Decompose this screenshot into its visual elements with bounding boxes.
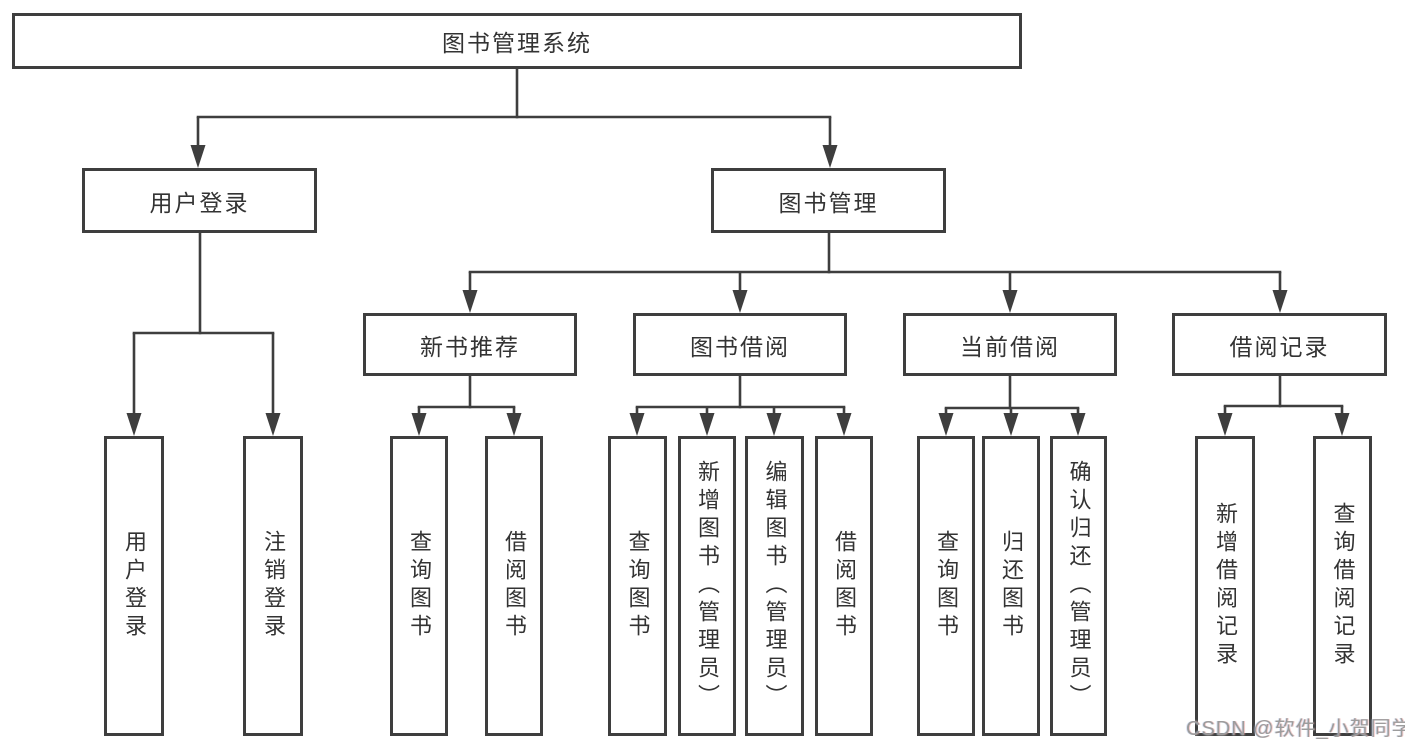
leaf-edit-books-admin: 编辑图书（管理员） (745, 436, 804, 736)
arrowhead-down-icon (1070, 413, 1086, 436)
leaf-query-books-current: 查询图书 (917, 436, 975, 736)
node-new-book-recommend: 新书推荐 (363, 313, 577, 376)
leaf-confirm-return-admin-label: 确认归还（管理员） (1066, 460, 1092, 712)
leaf-query-books-borrow: 查询图书 (608, 436, 667, 736)
leaf-query-borrow-record: 查询借阅记录 (1313, 436, 1372, 736)
arrowhead-down-icon (1334, 413, 1350, 436)
arrowhead-down-icon (1002, 290, 1018, 313)
leaf-borrow-books-borrow: 借阅图书 (815, 436, 873, 736)
leaf-query-books-recommend-label: 查询图书 (407, 530, 432, 642)
node-library-system-label: 图书管理系统 (442, 30, 592, 56)
arrowhead-down-icon (766, 413, 782, 436)
leaf-edit-books-admin-label: 编辑图书（管理员） (762, 460, 788, 712)
arrowhead-down-icon (938, 413, 954, 436)
leaf-query-books-borrow-label: 查询图书 (625, 530, 651, 642)
leaf-borrow-books-recommend-label: 借阅图书 (502, 530, 527, 642)
leaf-add-books-admin-label: 新增图书（管理员） (695, 460, 720, 712)
arrowhead-down-icon (1272, 290, 1288, 313)
arrowhead-down-icon (699, 413, 715, 436)
node-book-borrow-label: 图书借阅 (690, 333, 790, 360)
leaf-query-books-recommend: 查询图书 (390, 436, 448, 736)
node-borrow-records: 借阅记录 (1172, 313, 1387, 376)
arrowhead-down-icon (462, 290, 478, 313)
arrowhead-down-icon (822, 145, 838, 168)
arrowhead-down-icon (629, 413, 645, 436)
leaf-add-borrow-record-label: 新增借阅记录 (1213, 502, 1238, 670)
leaf-return-books: 归还图书 (982, 436, 1040, 736)
watermark-csdn: CSDN @软件_小贺同学 (1186, 718, 1405, 740)
node-borrow-records-label: 借阅记录 (1229, 333, 1330, 360)
node-current-borrow-label: 当前借阅 (960, 333, 1060, 360)
arrowhead-down-icon (265, 413, 281, 436)
leaf-logout-login-label: 注销登录 (261, 530, 286, 642)
leaf-confirm-return-admin: 确认归还（管理员） (1050, 436, 1107, 736)
leaf-return-books-label: 归还图书 (999, 530, 1024, 642)
arrowhead-down-icon (732, 290, 748, 313)
node-book-borrow: 图书借阅 (633, 313, 847, 376)
node-user-login-label: 用户登录 (149, 189, 250, 216)
arrowhead-down-icon (506, 413, 522, 436)
leaf-add-borrow-record: 新增借阅记录 (1195, 436, 1255, 736)
arrowhead-down-icon (1003, 413, 1019, 436)
leaf-borrow-books-recommend: 借阅图书 (485, 436, 543, 736)
node-current-borrow: 当前借阅 (903, 313, 1117, 376)
leaf-user-login: 用户登录 (104, 436, 164, 736)
node-user-login: 用户登录 (82, 168, 317, 233)
leaf-logout-login: 注销登录 (243, 436, 303, 736)
leaf-add-books-admin: 新增图书（管理员） (678, 436, 736, 736)
node-library-system: 图书管理系统 (12, 13, 1022, 69)
arrowhead-down-icon (190, 145, 206, 168)
arrowhead-down-icon (126, 413, 142, 436)
node-book-management-label: 图书管理 (778, 189, 879, 216)
leaf-borrow-books-borrow-label: 借阅图书 (832, 530, 857, 642)
arrowhead-down-icon (411, 413, 427, 436)
node-new-book-recommend-label: 新书推荐 (420, 333, 520, 360)
leaf-query-books-current-label: 查询图书 (934, 530, 959, 642)
arrowhead-down-icon (836, 413, 852, 436)
leaf-query-borrow-record-label: 查询借阅记录 (1330, 502, 1356, 670)
node-book-management: 图书管理 (711, 168, 946, 233)
leaf-user-login-label: 用户登录 (122, 530, 147, 642)
arrowhead-down-icon (1217, 413, 1233, 436)
